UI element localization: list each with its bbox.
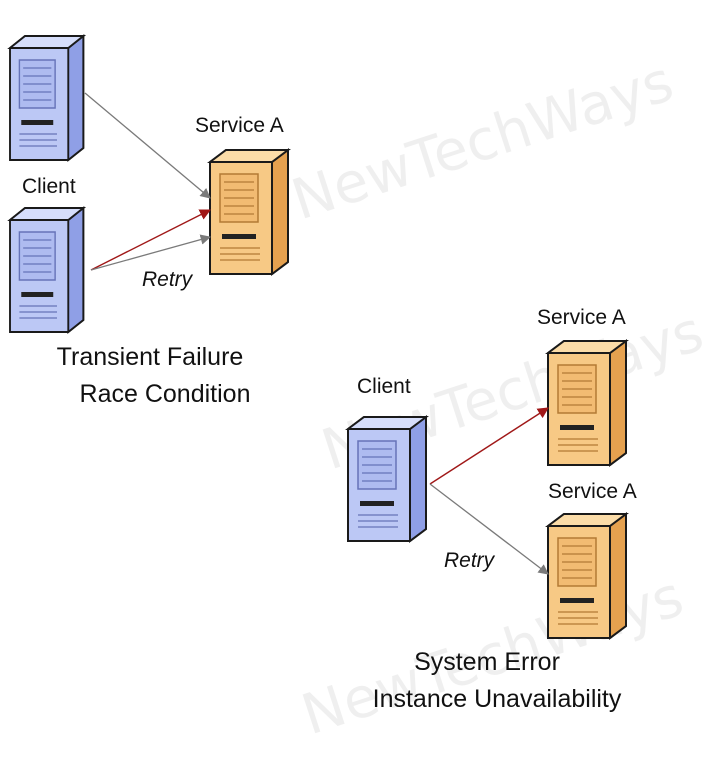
scenario-caption-line1: Transient Failure xyxy=(57,343,244,371)
service-label: Service A xyxy=(195,114,284,137)
retry-label: Retry xyxy=(444,549,496,572)
scenario-system-error: Client Service A Service A Retry System … xyxy=(347,306,637,713)
service-label-bottom: Service A xyxy=(548,480,637,503)
failed-request-arrow xyxy=(429,407,549,485)
service-label-top: Service A xyxy=(537,306,626,329)
client-label: Client xyxy=(22,175,76,198)
retry-request-arrow xyxy=(429,483,549,575)
scenario-caption-line2: Race Condition xyxy=(80,380,251,408)
client-label: Client xyxy=(357,375,411,398)
server-icon xyxy=(547,513,627,639)
server-icon xyxy=(9,207,85,333)
scenario-caption-line2: Instance Unavailability xyxy=(373,685,622,713)
watermark-1: NewTechWays xyxy=(284,49,681,233)
retry-label: Retry xyxy=(142,268,194,291)
failed-request-arrow xyxy=(90,209,212,271)
server-icon xyxy=(547,340,627,466)
server-icon xyxy=(9,35,85,161)
retry-request-arrow xyxy=(90,234,212,271)
client-request-arrow xyxy=(84,92,211,199)
scenario-transient-failure: Client Service A Retry Transient Failure… xyxy=(9,35,289,408)
scenario-caption-line1: System Error xyxy=(414,648,560,676)
server-icon xyxy=(347,416,427,542)
server-icon xyxy=(209,149,289,275)
